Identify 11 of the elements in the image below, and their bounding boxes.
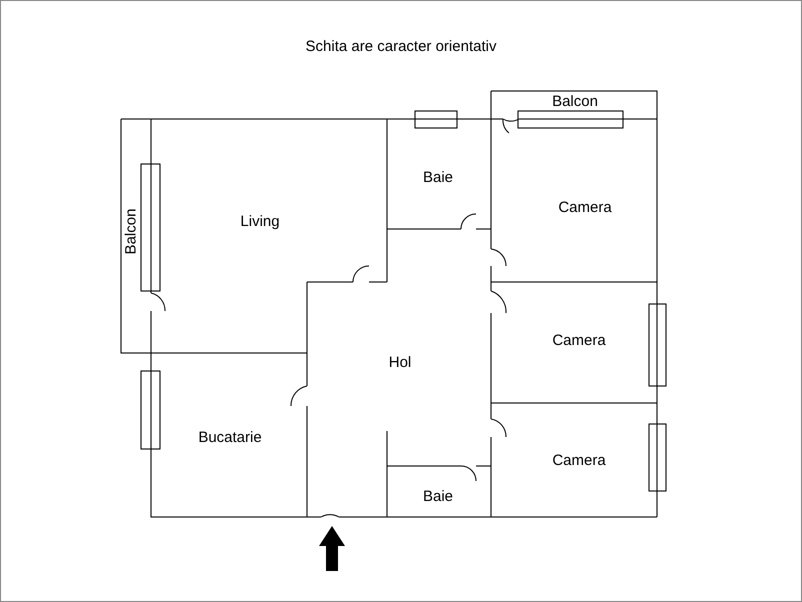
- room-label: Camera: [558, 198, 612, 216]
- room-label: Baie: [422, 488, 454, 504]
- room-label: Balcon: [552, 92, 598, 110]
- room-label: Hol: [388, 354, 412, 370]
- room-label: Bucatarie: [198, 428, 262, 446]
- room-label: Camera: [552, 452, 606, 468]
- title: Schita are caracter orientativ: [306, 38, 496, 55]
- room-label: Balcon: [122, 208, 140, 254]
- room-label: Camera: [552, 332, 606, 348]
- room-label: Baie: [422, 168, 454, 186]
- room-label: Living: [240, 212, 280, 230]
